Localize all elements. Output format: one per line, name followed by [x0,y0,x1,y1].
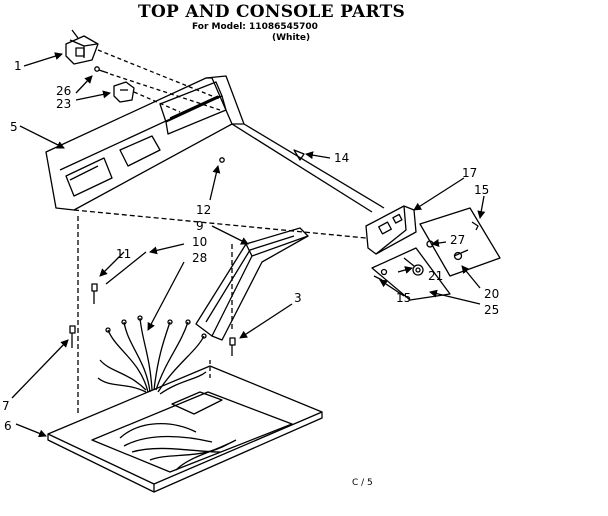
callout-15b: 15 [396,291,411,305]
model-line: For Model: 11086545700 [192,22,318,32]
leader-switch [97,49,223,101]
leader-bracket [133,91,181,113]
leader-lines [11,52,486,438]
color-line: (White) [272,33,311,43]
page-code: C / 5 [352,478,373,488]
callout-25: 25 [484,303,499,317]
callout-15a: 15 [474,183,489,197]
mount-plate-25 [371,247,451,301]
mount-plate-20 [419,207,501,277]
callout-11: 11 [116,247,131,261]
callout-5: 5 [10,120,18,134]
rivet-15a [471,221,479,231]
top-part [47,365,323,493]
bracket-23 [113,81,135,103]
screw-14 [293,149,305,161]
screw-11 [91,283,98,304]
callout-12: 12 [196,203,211,217]
callout-7: 7 [2,399,10,413]
callout-21: 21 [428,269,443,283]
lid-part [195,227,309,341]
wiring-harness [97,315,207,395]
callout-3: 3 [294,291,302,305]
screw-26 [94,66,109,74]
page-title: TOP AND CONSOLE PARTS [138,2,406,22]
callout-1: 1 [14,59,22,73]
screw-7 [69,325,76,348]
callout-17: 17 [462,166,477,180]
callout-26: 26 [56,84,71,98]
callout-20: 20 [484,287,499,301]
clip-12 [219,157,225,163]
end-cap-17 [365,205,417,255]
callout-23: 23 [56,97,71,111]
callout-6: 6 [4,419,12,433]
screw-3 [229,337,236,356]
callout-27: 27 [450,233,465,247]
callout-9: 9 [196,219,204,233]
callout-28: 28 [192,251,207,265]
callout-14: 14 [334,151,349,165]
callout-10: 10 [192,235,207,249]
callout-labels: 1 26 23 5 14 17 15 12 9 10 28 11 27 21 3… [2,59,499,433]
leader-screw [109,73,221,111]
rivet-15b [373,275,383,281]
console-part [45,75,385,239]
switch-part [65,29,99,65]
